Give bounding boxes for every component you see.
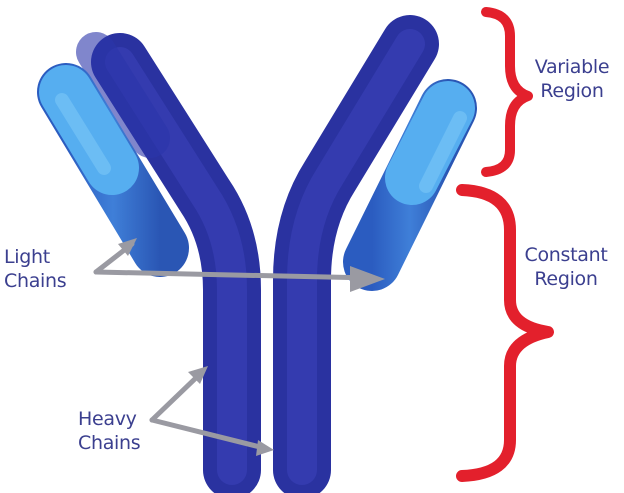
heavy-chains-label: Heavy Chains (78, 407, 158, 455)
light-chains-label: Light Chains (4, 245, 84, 293)
heavy-arrowhead-right (256, 440, 274, 456)
light-chains-label-line1: Light (4, 245, 84, 269)
heavy-chain-arrow-up (152, 374, 200, 420)
heavy-chains-label-line2: Chains (78, 431, 158, 455)
variable-region-label: Variable Region (524, 55, 620, 103)
light-chains-label-line2: Chains (4, 269, 84, 293)
constant-region-label-line2: Region (514, 267, 618, 291)
variable-region-label-line1: Variable (524, 55, 620, 79)
constant-region-bracket (462, 190, 548, 476)
variable-region-bracket (486, 12, 528, 172)
constant-region-label: Constant Region (514, 243, 618, 291)
constant-region-label-line1: Constant (514, 243, 618, 267)
heavy-chains-label-line1: Heavy (78, 407, 158, 431)
variable-region-label-line2: Region (524, 79, 620, 103)
